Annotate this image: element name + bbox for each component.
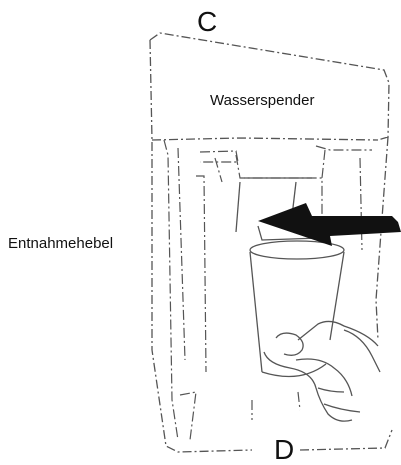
label-water-dispenser: Wasserspender (210, 92, 315, 109)
dispenser-housing (149, 32, 393, 453)
label-dispensing-lever: Entnahmehebel (8, 235, 114, 252)
dispenser-recess (163, 139, 372, 441)
cup-icon (249, 240, 345, 378)
label-c: C (197, 6, 218, 37)
hand-icon (263, 320, 381, 422)
label-d: D (274, 434, 295, 465)
arrow-icon (258, 203, 401, 246)
